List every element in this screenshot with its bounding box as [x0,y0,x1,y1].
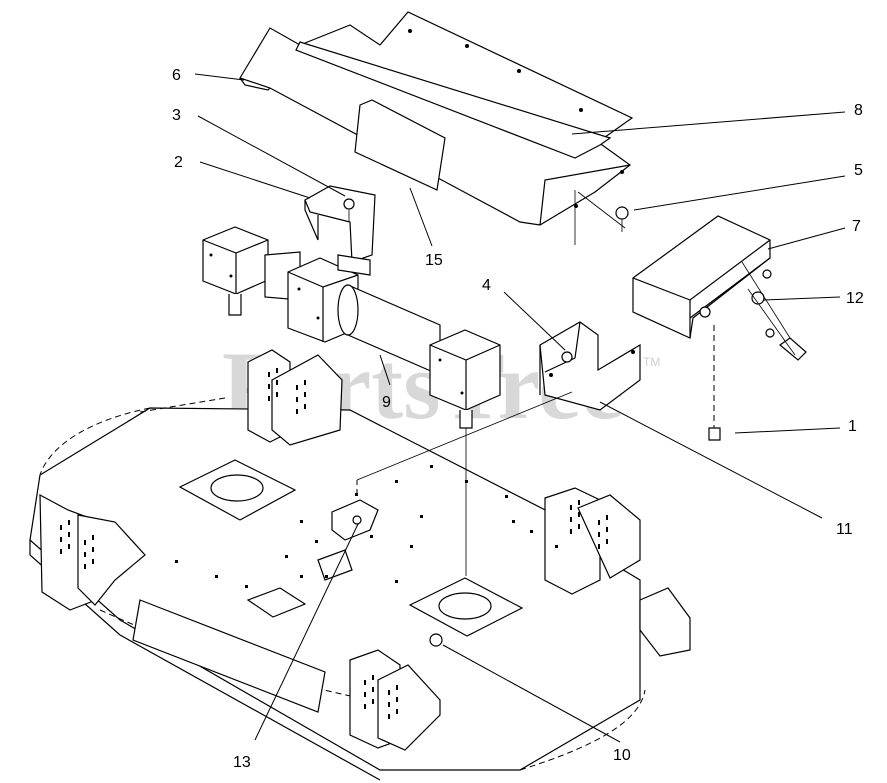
callout-1: 1 [734,418,857,435]
callout-13: 13 [233,523,359,771]
callout-label-6: 6 [172,67,181,84]
callout-6: 6 [172,67,245,84]
top-cover [239,11,634,245]
callout-12: 12 [763,290,864,307]
callout-11: 11 [599,401,853,538]
callout-label-3: 3 [172,107,181,124]
watermark-tm: TM [643,355,660,369]
callout-label-15: 15 [425,252,443,269]
callout-9: 9 [379,354,391,411]
callout-label-9: 9 [382,394,391,411]
callout-label-12: 12 [846,290,864,307]
gearbox-assembly [202,226,501,429]
bolt-5 [615,206,629,232]
right-cover [632,215,807,441]
callout-label-4: 4 [482,277,491,294]
mower-deck [29,349,691,781]
callout-10: 10 [442,644,631,764]
callout-label-2: 2 [174,154,183,171]
callout-label-7: 7 [852,218,861,235]
center-bracket [539,321,641,411]
callout-8: 8 [571,102,863,135]
callout-4: 4 [482,277,566,351]
callout-3: 3 [172,107,346,197]
callout-5: 5 [633,162,863,211]
callout-15: 15 [409,187,443,269]
callout-label-8: 8 [854,102,863,119]
callout-label-11: 11 [836,521,853,538]
left-bracket [304,185,376,263]
callout-7: 7 [767,218,861,250]
callout-label-13: 13 [233,754,251,771]
callout-2: 2 [174,154,311,199]
callout-label-1: 1 [848,418,857,435]
callout-label-10: 10 [613,747,631,764]
callout-label-5: 5 [854,162,863,179]
